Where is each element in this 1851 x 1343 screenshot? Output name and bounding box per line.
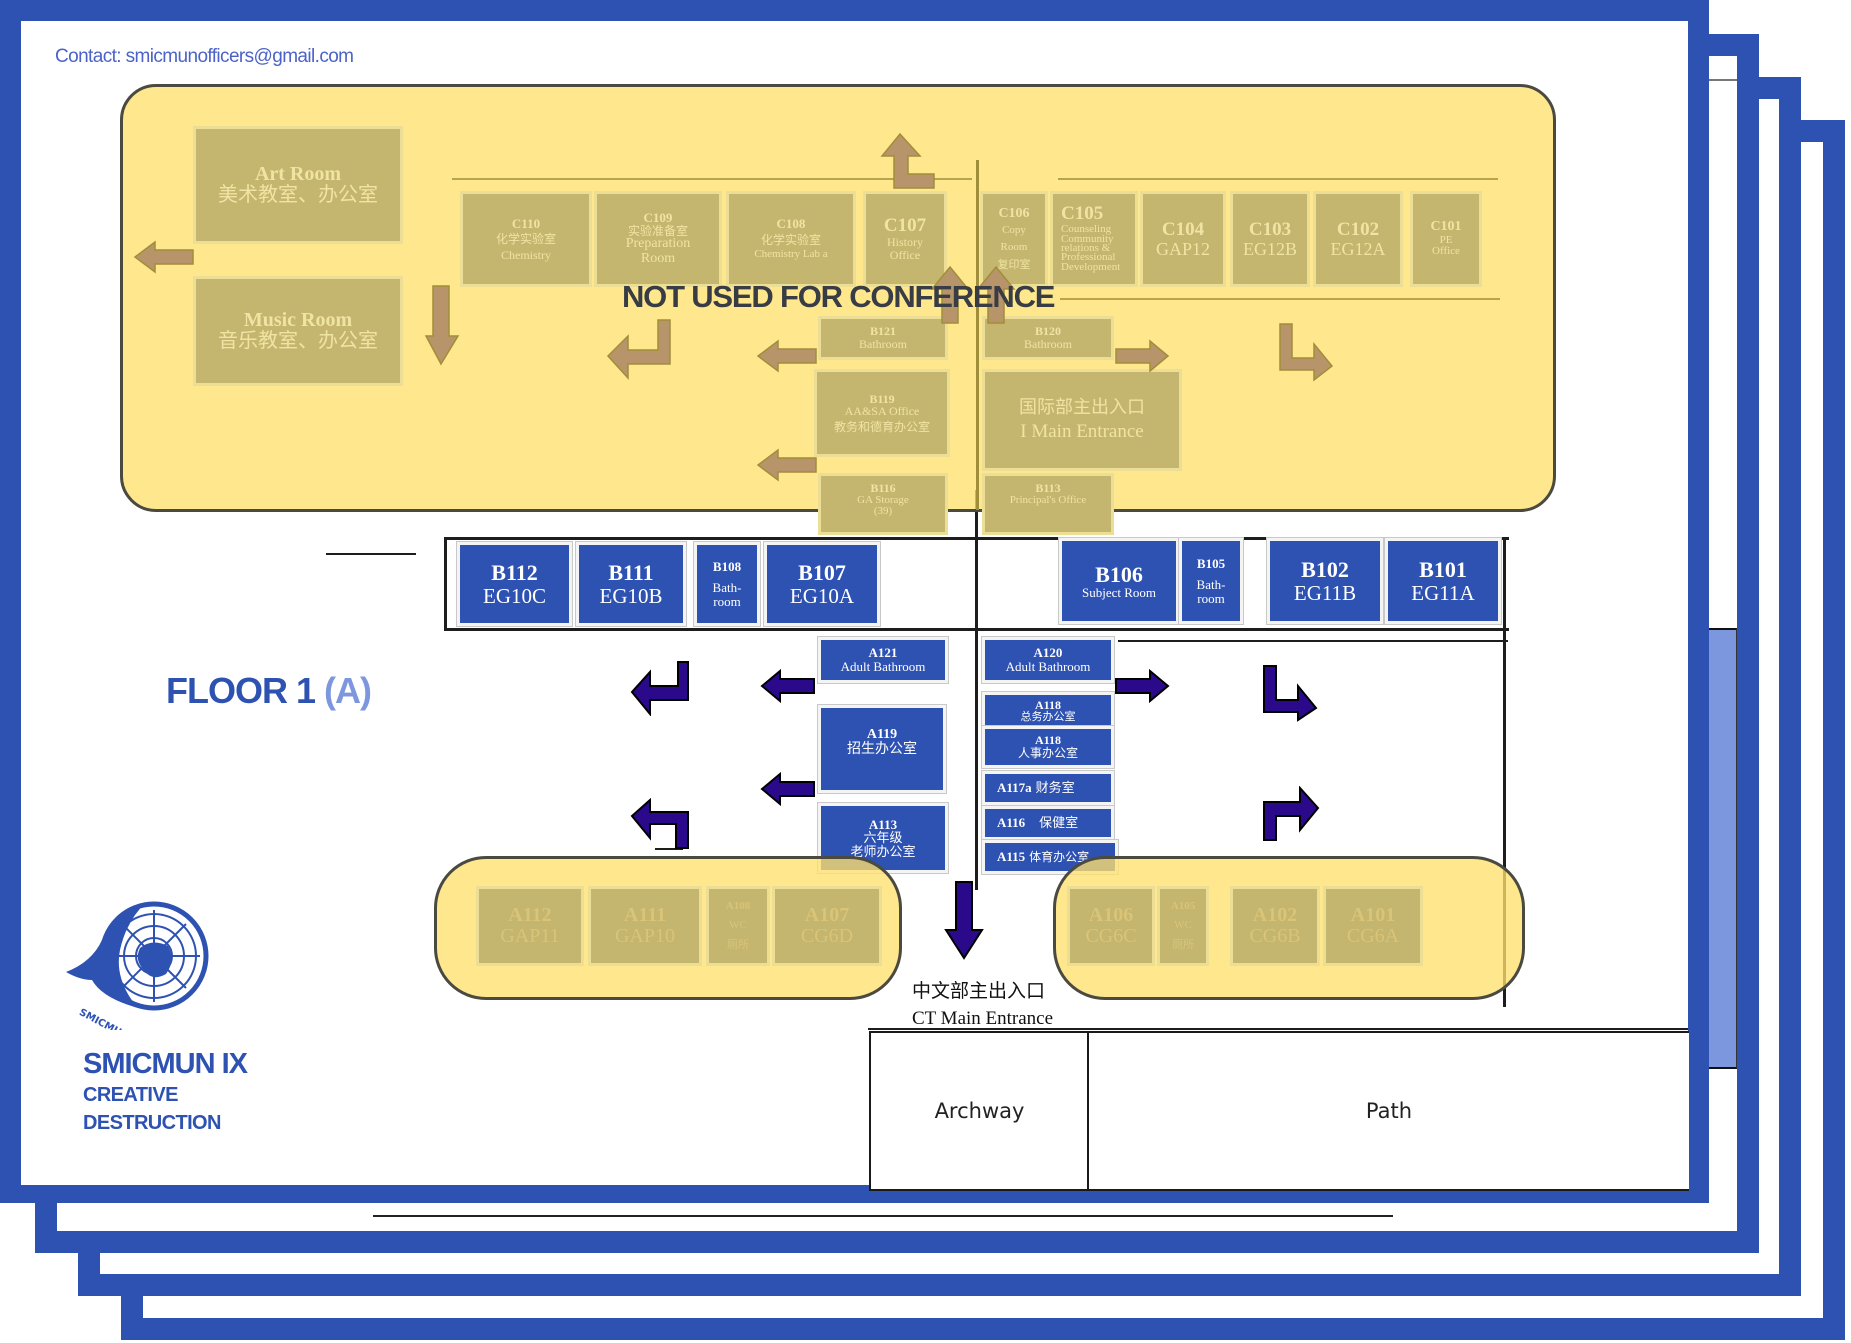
room-a107: A107 CG6D bbox=[772, 886, 882, 966]
back-page-rule bbox=[373, 1215, 1393, 1217]
wall-faded bbox=[452, 178, 972, 180]
wall-faded bbox=[1060, 298, 1500, 300]
room-a120[interactable]: A120 Adult Bathroom bbox=[982, 637, 1114, 683]
i-main-entrance: 国际部主出入口 I Main Entrance bbox=[982, 369, 1182, 471]
room-a121[interactable]: A121 Adult Bathroom bbox=[818, 637, 948, 683]
room-c104: C104 GAP12 bbox=[1140, 191, 1226, 287]
room-c107: C107 History Office bbox=[863, 191, 947, 287]
room-b112[interactable]: B112 EG10C bbox=[457, 542, 572, 626]
room-art-room: Art Room 美术教室、办公室 bbox=[193, 126, 403, 244]
arrow-left-icon bbox=[760, 669, 815, 703]
back-page-rule bbox=[1709, 79, 1737, 81]
faded-arrow-turn-left-icon bbox=[606, 319, 671, 380]
room-c105: C105 Counseling Community relations & Pr… bbox=[1050, 191, 1138, 287]
faded-arrow-up-pair-icon bbox=[930, 265, 1016, 324]
arrow-turn-right-icon bbox=[1263, 665, 1318, 722]
wall bbox=[326, 553, 416, 555]
room-b113: B113 Principal's Office bbox=[982, 473, 1114, 535]
conference-theme-line1: CREATIVE bbox=[83, 1084, 178, 1106]
room-c103: C103 EG12B bbox=[1230, 191, 1310, 287]
room-c102: C102 EG12A bbox=[1313, 191, 1403, 287]
room-a118-hr[interactable]: A118 人事办公室 bbox=[982, 726, 1114, 768]
room-b102[interactable]: B102 EG11B bbox=[1267, 538, 1383, 624]
arrow-turn-left-icon bbox=[630, 661, 689, 716]
smicmun-logo-icon: SMICMUN bbox=[66, 901, 209, 1030]
faded-arrow-right-icon bbox=[1115, 339, 1170, 373]
conference-theme-line2: DESTRUCTION bbox=[83, 1112, 221, 1134]
room-a119[interactable]: A119 招生办公室 bbox=[818, 705, 946, 793]
room-a116[interactable]: A116 保健室 bbox=[982, 806, 1114, 840]
not-used-label: NOT USED FOR CONFERENCE bbox=[622, 279, 1055, 314]
path-area: Path bbox=[1087, 1031, 1689, 1191]
room-a118-general[interactable]: A118 总务办公室 bbox=[982, 692, 1114, 728]
conference-name: SMICMUN IX bbox=[83, 1048, 248, 1080]
room-c109: C109 实验准备室 Preparation Room bbox=[594, 191, 722, 287]
wall bbox=[1118, 640, 1508, 642]
faded-arrow-down-icon bbox=[424, 285, 460, 366]
wall bbox=[975, 490, 978, 890]
room-a106: A106 CG6C bbox=[1067, 886, 1155, 966]
room-b101[interactable]: B101 EG11A bbox=[1385, 538, 1501, 624]
brand-block: SMICMUN IX CREATIVE DESTRUCTION bbox=[83, 1047, 248, 1137]
faded-arrow-left-icon bbox=[133, 240, 194, 274]
room-a102: A102 CG6B bbox=[1230, 886, 1320, 966]
room-b111[interactable]: B111 EG10B bbox=[576, 542, 686, 626]
room-c110: C110 化学实验室 Chemistry bbox=[460, 191, 592, 287]
room-a117a[interactable]: A117a 财务室 bbox=[982, 771, 1114, 805]
wall-faded bbox=[976, 160, 979, 510]
faded-arrow-left-icon bbox=[756, 448, 817, 482]
room-a113[interactable]: A113 六年级 老师办公室 bbox=[818, 803, 948, 873]
wall bbox=[868, 1028, 1688, 1030]
room-music-room: Music Room 音乐教室、办公室 bbox=[193, 276, 403, 386]
back-page-accent-box bbox=[1709, 628, 1737, 1069]
wall bbox=[655, 848, 683, 850]
room-a108: A108 WC 厕所 bbox=[706, 886, 770, 966]
floor-title: FLOOR 1 (A) bbox=[166, 670, 372, 711]
room-a112: A112 GAP11 bbox=[476, 886, 584, 966]
faded-arrow-turn-up-icon bbox=[880, 132, 935, 189]
room-b121: B121 Bathroom bbox=[818, 316, 948, 360]
room-c101: C101 PE Office bbox=[1410, 191, 1482, 287]
ct-main-entrance-label: 中文部主出入口 CT Main Entrance bbox=[912, 981, 1054, 1029]
arrow-left-icon bbox=[760, 772, 815, 806]
wall bbox=[1503, 537, 1506, 1007]
wall bbox=[444, 537, 447, 631]
faded-arrow-left-icon bbox=[756, 339, 817, 373]
room-a111: A111 GAP10 bbox=[588, 886, 702, 966]
arrow-turn-up-right-icon bbox=[1263, 786, 1320, 841]
room-c106: C106 Copy Room 复印室 bbox=[980, 191, 1048, 287]
room-b116: B116 GA Storage (39) bbox=[818, 473, 948, 535]
room-b107[interactable]: B107 EG10A bbox=[764, 542, 880, 626]
contact-email[interactable]: Contact: smicmunofficers@gmail.com bbox=[55, 46, 354, 67]
room-a101: A101 CG6A bbox=[1323, 886, 1423, 966]
room-b119: B119 AA&SA Office 教务和德育办公室 bbox=[814, 369, 950, 457]
room-b108[interactable]: B108 Bath- room bbox=[694, 542, 760, 626]
arrow-right-icon bbox=[1115, 669, 1170, 703]
room-c108: C108 化学实验室 Chemistry Lab a bbox=[726, 191, 856, 287]
room-a105: A105 WC 厕所 bbox=[1157, 886, 1209, 966]
wall-faded bbox=[1058, 178, 1498, 180]
room-b105[interactable]: B105 Bath- room bbox=[1179, 538, 1243, 624]
archway-area: Archway bbox=[869, 1031, 1090, 1191]
faded-arrow-turn-right-icon bbox=[1279, 323, 1334, 382]
arrow-turn-up-left-icon bbox=[630, 798, 689, 849]
room-b106[interactable]: B106 Subject Room bbox=[1059, 538, 1179, 624]
arrow-down-icon bbox=[944, 881, 984, 960]
logo-text: SMICMUN bbox=[77, 1007, 130, 1030]
